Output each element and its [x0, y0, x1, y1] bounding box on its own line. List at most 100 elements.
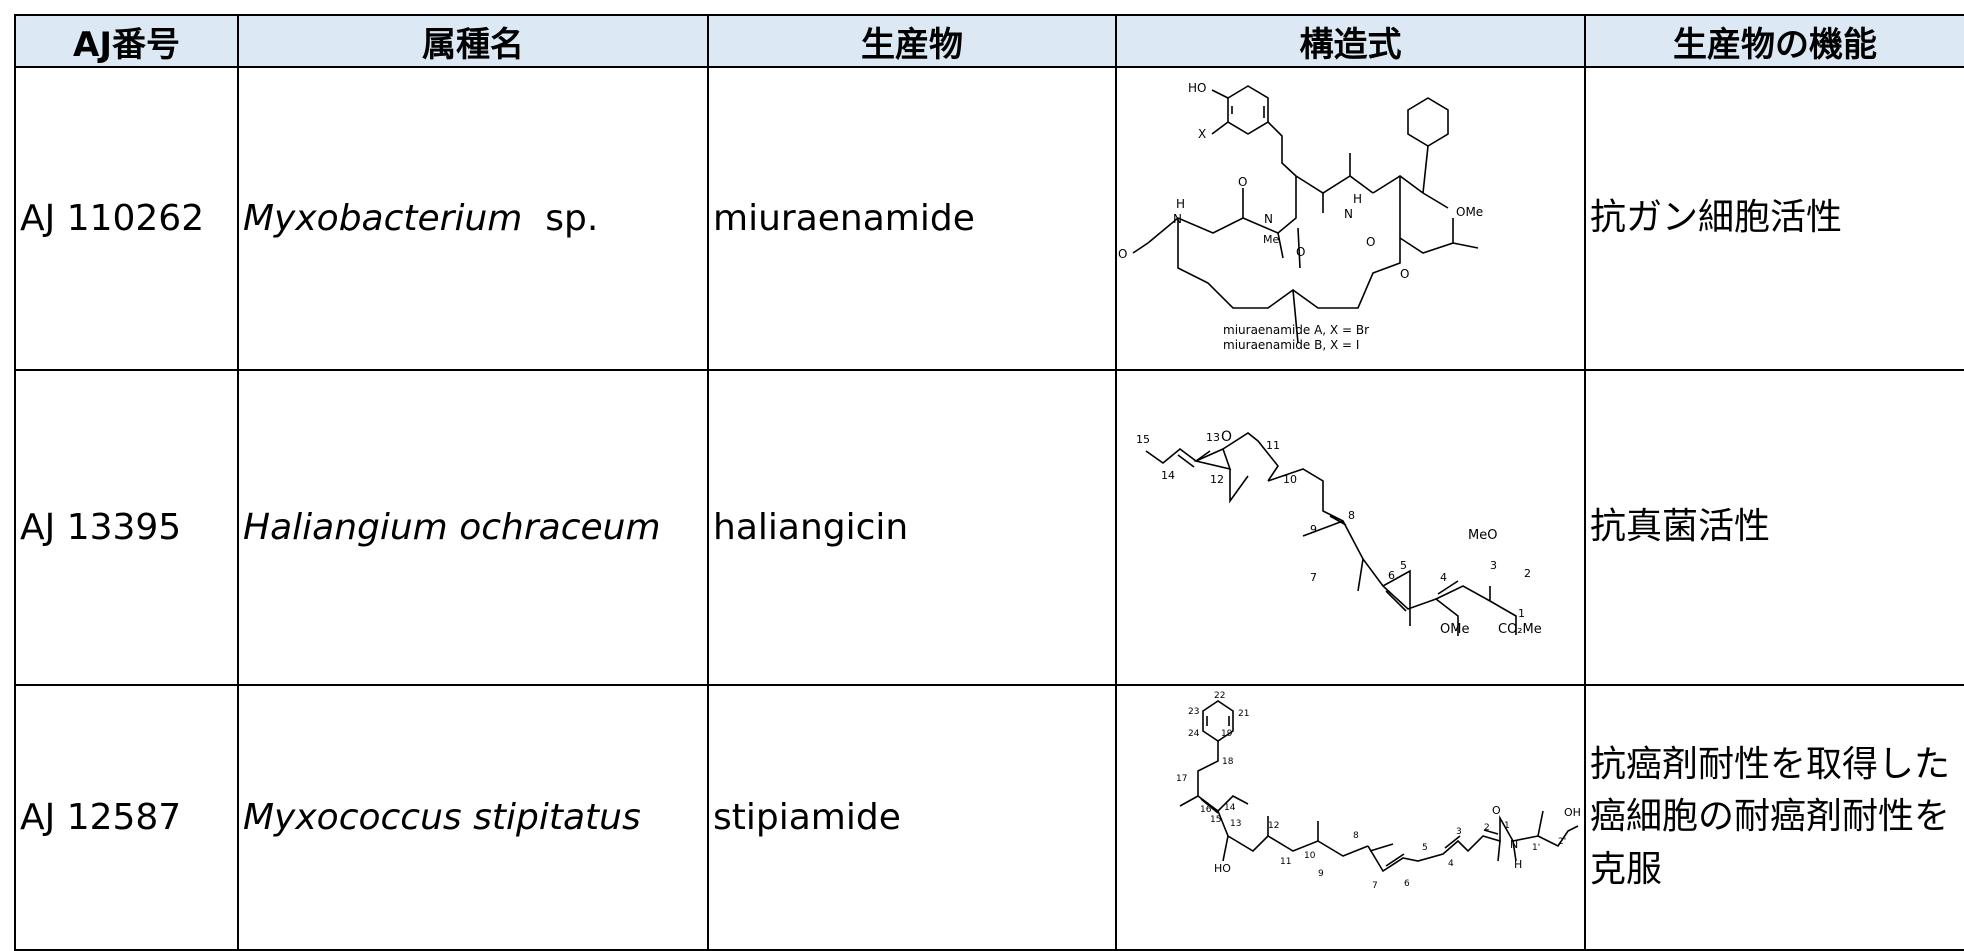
struct-label: 1	[1504, 821, 1510, 831]
haliangicin-structure: 15 14 13 O 12 11 10 9 8 7 6 5 4 3 2 1 Me	[1136, 429, 1542, 637]
struct-label: 14	[1161, 469, 1175, 482]
struct-label: 7	[1310, 571, 1317, 584]
header-aj-number: AJ番号	[14, 14, 239, 68]
struct-label: 5	[1422, 843, 1428, 853]
struct-label: O	[1400, 267, 1409, 281]
struct-label: 6	[1388, 569, 1395, 582]
struct-label: 8	[1348, 509, 1355, 522]
genus-name: Myxobacterium	[243, 198, 523, 239]
struct-label: 8	[1353, 831, 1359, 841]
function-line: 抗真菌活性	[1590, 506, 1771, 548]
struct-label: 1	[1518, 607, 1525, 620]
function-line: 克服	[1590, 848, 1663, 890]
miuraenamide-structure: HO X H N O N Me O N H OMe O O O miuraena…	[1118, 81, 1483, 352]
struct-label: 1'	[1532, 843, 1540, 853]
product-cell: haliangicin	[707, 369, 1117, 686]
struct-label: O	[1221, 429, 1232, 445]
table-row: AJ 110262 Myxobacterium sp. miuraenamide	[14, 66, 1964, 371]
struct-label: H	[1514, 858, 1522, 871]
aj-number-cell: AJ 13395	[14, 369, 239, 686]
function-cell: 抗癌剤耐性を取得した 癌細胞の耐癌剤耐性を 克服	[1584, 684, 1964, 951]
table-row: AJ 12587 Myxococcus stipitatus stipiamid…	[14, 684, 1964, 951]
struct-label: N	[1264, 212, 1273, 226]
product-cell: miuraenamide	[707, 66, 1117, 371]
function-line: 癌細胞の耐癌剤耐性を	[1590, 796, 1951, 838]
struct-label: 6	[1404, 879, 1410, 889]
struct-label: OMe	[1456, 205, 1483, 219]
struct-label: 14	[1224, 803, 1236, 813]
structure-cell: 22 23 21 24 19 18 17 16 15 14 13 HO 12 1…	[1115, 684, 1586, 951]
struct-label: MeO	[1468, 528, 1497, 543]
struct-label: 23	[1188, 707, 1199, 717]
struct-label: 16	[1200, 805, 1212, 815]
struct-label: 24	[1188, 729, 1200, 739]
struct-label: N	[1344, 207, 1353, 221]
table-row: AJ 13395 Haliangium ochraceum haliangici…	[14, 369, 1964, 686]
structure-cell: 15 14 13 O 12 11 10 9 8 7 6 5 4 3 2 1 Me	[1115, 369, 1586, 686]
struct-label: 22	[1214, 691, 1225, 701]
struct-label: 7	[1372, 881, 1378, 891]
genus-cell: Haliangium ochraceum	[237, 369, 709, 686]
struct-label: 12	[1210, 473, 1224, 486]
struct-label: CO₂Me	[1498, 622, 1542, 637]
header-row: AJ番号 属種名 生産物 構造式 生産物の機能	[14, 14, 1964, 68]
header-structure: 構造式	[1115, 14, 1586, 68]
struct-label: 13	[1230, 819, 1241, 829]
struct-label: Me	[1263, 233, 1279, 246]
struct-label: 2	[1524, 567, 1531, 580]
struct-label: N	[1510, 838, 1518, 851]
struct-label: 15	[1136, 433, 1150, 446]
aj-number-cell: AJ 12587	[14, 684, 239, 951]
function-line: 抗癌剤耐性を取得した	[1590, 744, 1951, 786]
struct-label: 11	[1280, 857, 1291, 867]
struct-label: O	[1296, 245, 1305, 259]
structure-cell: HO X H N O N Me O N H OMe O O O miuraena…	[1115, 66, 1586, 371]
struct-label: HO	[1188, 81, 1206, 95]
stipiamide-structure: 22 23 21 24 19 18 17 16 15 14 13 HO 12 1…	[1176, 691, 1581, 891]
function-cell: 抗ガン細胞活性	[1584, 66, 1964, 371]
struct-label: 2	[1484, 823, 1490, 833]
struct-label: 4	[1448, 859, 1454, 869]
struct-label: N	[1173, 212, 1182, 226]
data-table: AJ番号 属種名 生産物 構造式 生産物の機能 AJ 110262 Myxoba…	[14, 14, 1964, 951]
struct-label: 17	[1176, 774, 1187, 784]
struct-label: 3	[1490, 559, 1497, 572]
struct-label: 5	[1400, 559, 1407, 572]
struct-label: 12	[1268, 821, 1279, 831]
genus-cell: Myxococcus stipitatus	[237, 684, 709, 951]
struct-label: O	[1238, 175, 1247, 189]
genus-name: Haliangium ochraceum	[243, 507, 661, 548]
header-product: 生産物	[707, 14, 1117, 68]
genus-name: Myxococcus stipitatus	[243, 797, 641, 838]
header-function: 生産物の機能	[1584, 14, 1964, 68]
struct-label: 11	[1266, 439, 1280, 452]
struct-label: 10	[1304, 851, 1316, 861]
struct-label: OMe	[1440, 622, 1469, 637]
struct-label: 2'	[1558, 837, 1566, 847]
struct-label: 21	[1238, 709, 1249, 719]
struct-caption: miuraenamide B, X = I	[1223, 338, 1359, 352]
struct-label: 9	[1318, 869, 1324, 879]
struct-label: O	[1492, 804, 1501, 817]
struct-label: HO	[1214, 862, 1231, 875]
struct-label: 13	[1206, 431, 1220, 444]
header-genus-species: 属種名	[237, 14, 709, 68]
product-cell: stipiamide	[707, 684, 1117, 951]
struct-label: O	[1118, 247, 1127, 261]
struct-label: H	[1176, 197, 1185, 211]
struct-label: 10	[1283, 473, 1297, 486]
struct-label: O	[1366, 235, 1375, 249]
genus-cell: Myxobacterium sp.	[237, 66, 709, 371]
struct-label: X	[1198, 127, 1206, 141]
struct-label: H	[1353, 192, 1362, 206]
function-cell: 抗真菌活性	[1584, 369, 1964, 686]
struct-label: 18	[1222, 757, 1234, 767]
struct-label: 3	[1456, 827, 1462, 837]
struct-label: 9	[1310, 523, 1317, 536]
struct-label: 4	[1440, 571, 1447, 584]
struct-label: 19	[1221, 729, 1233, 739]
species-abbrev: sp.	[545, 198, 599, 239]
struct-label: 15	[1210, 815, 1221, 825]
aj-number-cell: AJ 110262	[14, 66, 239, 371]
struct-caption: miuraenamide A, X = Br	[1223, 323, 1369, 337]
